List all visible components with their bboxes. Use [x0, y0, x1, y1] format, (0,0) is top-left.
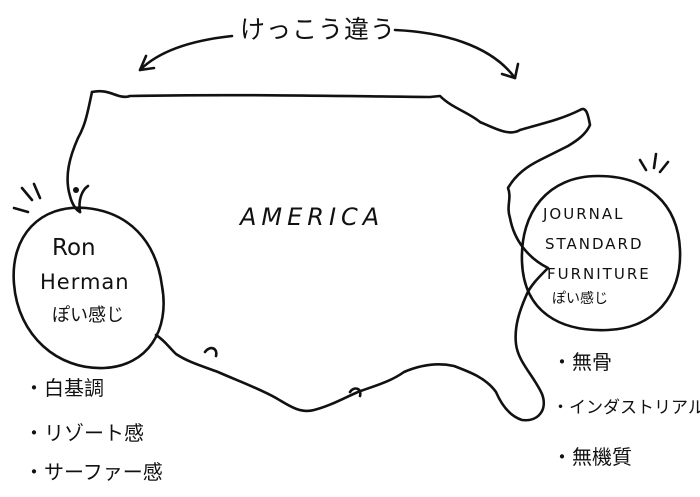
west-bubble-tail	[78, 184, 90, 214]
east-emphasis-marks-icon	[638, 152, 670, 174]
east-list-item: ・無機質	[552, 445, 632, 469]
east-caption: ぽい感じ	[552, 291, 608, 307]
arrow-head-left-icon	[138, 54, 156, 72]
east-list-item: ・インダストリアル	[552, 398, 700, 418]
usa-map-outline	[90, 89, 592, 422]
east-brand-name-3: FURNITURE	[547, 265, 651, 283]
east-brand-name: JOURNAL	[543, 205, 625, 223]
west-pin-icon	[73, 187, 79, 193]
arrow-head-right-icon	[500, 62, 520, 80]
east-brand-name-2: STANDARD	[545, 235, 644, 253]
west-list-item: ・白基調	[24, 376, 104, 400]
comparison-arrow-right	[393, 28, 517, 80]
usa-map-gulf-detail	[203, 346, 362, 398]
usa-map-west-coast	[66, 90, 94, 214]
comparison-arrow	[138, 34, 234, 72]
west-emphasis-marks-icon	[12, 182, 42, 214]
west-brand-name: Ron	[52, 235, 96, 261]
east-bubble	[520, 174, 682, 332]
country-label: AMERICA	[240, 203, 385, 231]
west-list-item: ・リゾート感	[24, 421, 144, 445]
west-bubble	[12, 206, 165, 370]
east-list-item: ・無骨	[552, 350, 612, 374]
west-brand-name-2: Herman	[40, 270, 130, 294]
west-caption: ぽい感じ	[52, 305, 124, 326]
top-label: けっこう違う	[240, 15, 397, 44]
west-list-item: ・サーファー感	[24, 460, 163, 484]
